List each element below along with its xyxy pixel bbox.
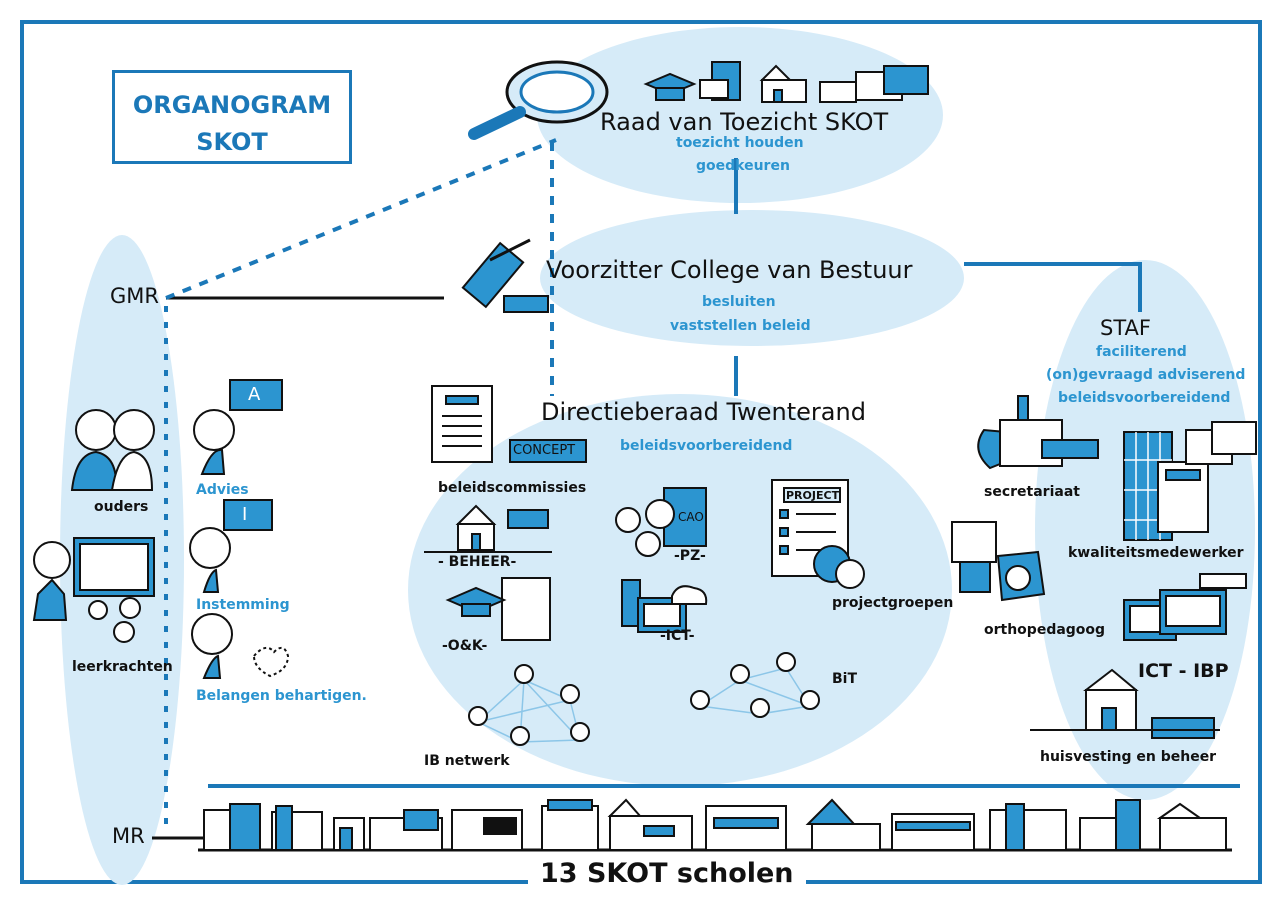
raad-title: Raad van Toezicht SKOT [600, 108, 889, 136]
huisvesting-icon [1030, 668, 1220, 739]
instemming-sign: I [242, 504, 248, 525]
belangen-label: Belangen behartigen. [196, 688, 367, 704]
raad-role-1: toezicht houden [676, 135, 804, 151]
instemming-label: Instemming [196, 597, 290, 613]
title-line-2: SKOT [196, 128, 268, 156]
orthopedagoog-icon [951, 521, 1046, 602]
advies-figure [193, 379, 283, 475]
instemming-figure [189, 499, 273, 593]
ok-icon [445, 577, 551, 641]
college-role-2: vaststellen beleid [670, 318, 811, 334]
gavel-icon [461, 238, 549, 313]
college-staf-line [964, 262, 1142, 312]
ict-label: -ICT- [660, 628, 695, 644]
organogram-title-box: ORGANOGRAM SKOT [112, 70, 352, 164]
beheer-house-icon [424, 504, 552, 553]
staf-role-1: faciliterend [1096, 344, 1187, 360]
kwaliteit-icon [1123, 421, 1257, 541]
staf-title: STAF [1100, 316, 1151, 340]
college-ellipse [540, 210, 964, 346]
cao-label: CAO [678, 510, 704, 524]
secretariaat-icon [977, 395, 1099, 470]
directie-role: beleidsvoorbereidend [620, 438, 793, 454]
bit-network-icon [690, 652, 820, 718]
scholen-title: 13 SKOT scholen [528, 858, 806, 889]
gmr-label: GMR [110, 284, 159, 308]
ict-icon [621, 579, 708, 633]
advies-sign: A [248, 384, 261, 405]
pz-label: -PZ- [674, 548, 706, 564]
magnifier-icon [468, 60, 609, 140]
mr-label: MR [112, 824, 145, 848]
concept-document-icon [431, 385, 587, 463]
staf-secretariaat: secretariaat [984, 484, 1080, 500]
leerkrachten-label: leerkrachten [72, 659, 173, 675]
raad-ellipse [537, 27, 943, 203]
ict-ibp-icon [1123, 573, 1247, 641]
projectgroepen-label: projectgroepen [832, 595, 954, 611]
ouders-label: ouders [94, 499, 149, 515]
advies-label: Advies [196, 482, 249, 498]
concept-label: CONCEPT [513, 443, 576, 458]
beheer-label: - BEHEER- [438, 554, 517, 570]
gmr-raad-dashed [165, 138, 557, 300]
ib-netwerk-label: IB netwerk [424, 753, 510, 769]
raad-role-2: goedkeuren [696, 158, 790, 174]
ouders-figures [70, 409, 155, 491]
staf-kwaliteitsmedewerker: kwaliteitsmedewerker [1068, 545, 1244, 561]
ok-label: -O&K- [442, 638, 488, 654]
pz-icon [615, 487, 707, 557]
ib-network-icon [468, 664, 590, 746]
belangen-figure [191, 613, 290, 679]
staf-huisvesting: huisvesting en beheer [1040, 749, 1217, 765]
project-label: PROJECT [786, 489, 840, 502]
staf-role-3: beleidsvoorbereidend [1058, 390, 1231, 406]
staf-orthopedagoog: orthopedagoog [984, 622, 1106, 638]
beleidscommissies-label: beleidscommissies [438, 480, 587, 496]
college-role-1: besluiten [702, 294, 776, 310]
leerkrachten-figures [32, 537, 155, 643]
staf-role-2: (on)gevraagd adviserend [1046, 367, 1246, 383]
schools-row [198, 798, 1232, 852]
college-title: Voorzitter College van Bestuur [546, 256, 913, 284]
raad-icons [643, 61, 929, 103]
project-clipboard-icon [771, 479, 865, 589]
bit-label: BiT [832, 671, 858, 687]
title-line-1: ORGANOGRAM [132, 91, 332, 119]
directie-title: Directieberaad Twenterand [541, 398, 866, 426]
staf-ict-ibp: ICT - IBP [1138, 660, 1229, 682]
